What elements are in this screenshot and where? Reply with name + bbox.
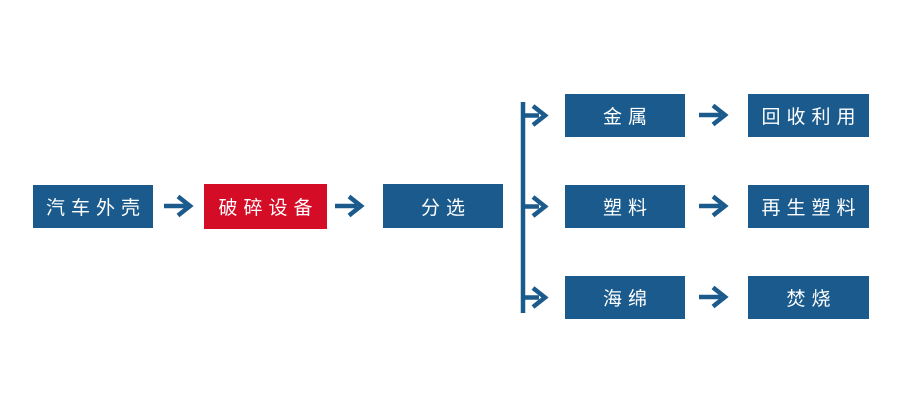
branch-connector-line — [520, 102, 549, 313]
right-arrow-icon — [164, 194, 194, 218]
right-arrow-icon — [699, 194, 729, 218]
node-car-shell: 汽车外壳 — [33, 185, 153, 228]
node-metal: 金属 — [565, 94, 685, 137]
node-sponge: 海绵 — [565, 276, 685, 319]
node-incineration: 焚烧 — [748, 276, 869, 319]
node-recycling-reuse: 回收利用 — [748, 94, 869, 137]
right-arrow-icon — [335, 194, 365, 218]
right-arrow-icon — [699, 103, 729, 127]
right-arrow-icon — [699, 285, 729, 309]
node-plastic: 塑料 — [565, 185, 685, 228]
node-recycled-plastic: 再生塑料 — [748, 185, 869, 228]
node-sorting: 分选 — [383, 184, 503, 228]
node-crushing-equipment: 破碎设备 — [204, 184, 327, 229]
